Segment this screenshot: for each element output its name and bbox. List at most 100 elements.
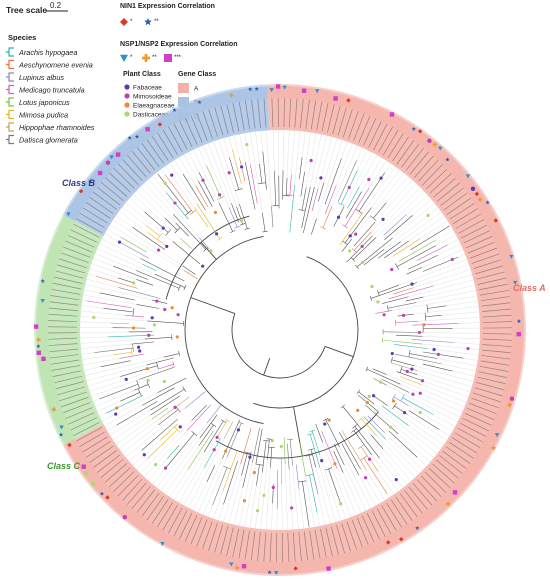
branch-line bbox=[382, 296, 409, 304]
branch-line bbox=[377, 241, 401, 259]
plant-class-name: Elaeagnaceae bbox=[133, 102, 175, 109]
plant-class-name: Mimosoideae bbox=[133, 93, 172, 100]
plant-class-dot-icon bbox=[212, 448, 216, 452]
leaf-label bbox=[162, 505, 178, 531]
branch-line bbox=[289, 174, 292, 196]
leaf-label bbox=[58, 391, 87, 402]
branch-line bbox=[193, 206, 209, 228]
square-icon bbox=[115, 152, 121, 157]
branch-arc bbox=[309, 429, 315, 433]
triangle-icon bbox=[120, 54, 128, 62]
plant-class-dot-icon bbox=[136, 345, 141, 349]
branch-line bbox=[169, 162, 197, 204]
leaf-label bbox=[452, 208, 478, 225]
branch-line bbox=[240, 428, 252, 465]
branch-line bbox=[141, 418, 178, 451]
branch-line bbox=[351, 172, 405, 240]
branch-line bbox=[80, 316, 148, 322]
branch-line bbox=[328, 468, 342, 505]
branch-line bbox=[203, 145, 230, 208]
branch-line bbox=[324, 158, 342, 205]
species-legend-item: Lotus japonicus bbox=[6, 97, 70, 107]
branch-arc bbox=[234, 225, 241, 229]
branch-line bbox=[198, 147, 207, 166]
plant-class-dot-icon bbox=[370, 284, 374, 289]
branch-line bbox=[86, 278, 119, 288]
cross-icon bbox=[235, 565, 240, 571]
branch-line bbox=[141, 387, 175, 406]
leaf-label bbox=[287, 532, 290, 562]
star-icon bbox=[197, 100, 202, 104]
branch-line bbox=[433, 414, 456, 427]
branch-line bbox=[142, 263, 157, 272]
leaf-label bbox=[179, 512, 193, 540]
branch-line bbox=[408, 279, 474, 297]
diamond-icon bbox=[293, 566, 298, 571]
branch-line bbox=[83, 294, 137, 305]
branch-line bbox=[184, 391, 206, 409]
branch-line bbox=[299, 157, 303, 179]
branch-line bbox=[322, 206, 333, 228]
branch-line bbox=[317, 136, 333, 189]
branch-line bbox=[136, 304, 160, 309]
leaf-label bbox=[321, 102, 329, 132]
star-icon bbox=[415, 525, 420, 530]
leaf-label bbox=[387, 133, 404, 159]
leaf-label bbox=[131, 151, 151, 174]
branch-line bbox=[89, 369, 158, 392]
branch-line bbox=[198, 424, 214, 446]
branch-line bbox=[384, 240, 409, 259]
species-legend-item: Hippophae rhamnoides bbox=[6, 122, 95, 132]
branch-line bbox=[91, 263, 137, 280]
branch-line bbox=[94, 347, 134, 353]
branch-line bbox=[447, 239, 459, 246]
branch-line bbox=[333, 450, 344, 473]
branch-arc bbox=[351, 257, 356, 262]
branch-line bbox=[255, 429, 263, 465]
branch-line bbox=[213, 490, 224, 519]
cross-icon bbox=[432, 142, 438, 147]
branch-line bbox=[100, 360, 131, 368]
leaf-label bbox=[63, 402, 91, 414]
branch-line bbox=[164, 174, 194, 213]
branch-line bbox=[223, 421, 234, 439]
leaf-label bbox=[474, 387, 503, 397]
diamond-icon bbox=[78, 189, 84, 194]
species-name: Mimosa pudica bbox=[19, 111, 68, 120]
branch-line bbox=[375, 191, 425, 238]
leaf-label bbox=[49, 307, 78, 312]
branch-line bbox=[391, 359, 415, 367]
branch-line bbox=[357, 150, 368, 171]
branch-line bbox=[261, 440, 267, 473]
leaf-label bbox=[405, 147, 425, 171]
branch-arc bbox=[365, 366, 369, 372]
square-icon bbox=[41, 356, 46, 362]
branch-line bbox=[183, 154, 199, 182]
branch-line bbox=[414, 365, 474, 382]
branch-arc bbox=[183, 284, 187, 291]
branch-line bbox=[347, 186, 360, 209]
plant-class-dot-icon bbox=[201, 178, 205, 182]
square-icon bbox=[33, 324, 39, 329]
branch-line bbox=[439, 429, 450, 437]
leaf-label bbox=[51, 288, 81, 295]
leaf-label bbox=[416, 479, 437, 502]
branch-line bbox=[203, 420, 224, 453]
branch-line bbox=[458, 254, 466, 258]
gene-class-b-sector-outer bbox=[62, 84, 268, 222]
gene-class-name: A bbox=[194, 86, 199, 93]
branch-line bbox=[266, 130, 272, 207]
plant-class-dot-icon bbox=[161, 226, 165, 230]
branch-line bbox=[423, 285, 475, 298]
branch-line bbox=[305, 474, 315, 528]
leaf-label bbox=[113, 471, 135, 492]
branch-line bbox=[125, 202, 173, 242]
branch-line bbox=[118, 277, 134, 283]
branch-line bbox=[140, 420, 192, 474]
branch-arc bbox=[165, 215, 250, 300]
branch-line bbox=[386, 385, 458, 423]
leaf-label bbox=[346, 521, 357, 550]
branch-line bbox=[144, 430, 188, 477]
branch-line bbox=[228, 207, 238, 228]
branch-line bbox=[309, 474, 318, 513]
